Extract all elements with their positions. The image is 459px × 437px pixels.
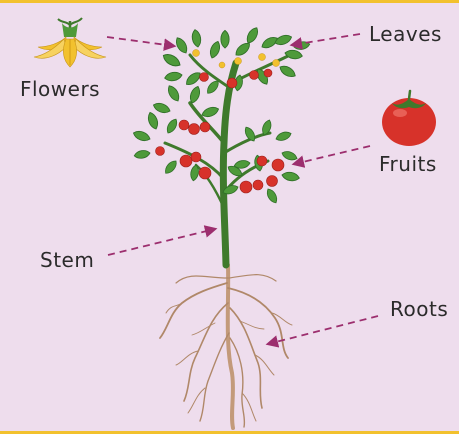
roots-label: Roots <box>390 297 448 321</box>
fruits-arrow <box>294 146 370 164</box>
plant-diagram <box>0 3 459 437</box>
tomato-illustration <box>382 91 436 146</box>
flower-illustration <box>34 18 106 67</box>
roots <box>160 265 292 428</box>
leaves-middle-left <box>132 84 220 182</box>
flowers-label: Flowers <box>20 77 100 101</box>
stem-label: Stem <box>40 248 94 272</box>
flowers-arrow <box>107 37 174 46</box>
fruits-label: Fruits <box>379 152 437 176</box>
stem-arrow <box>108 229 215 255</box>
leaves-label: Leaves <box>369 22 442 46</box>
